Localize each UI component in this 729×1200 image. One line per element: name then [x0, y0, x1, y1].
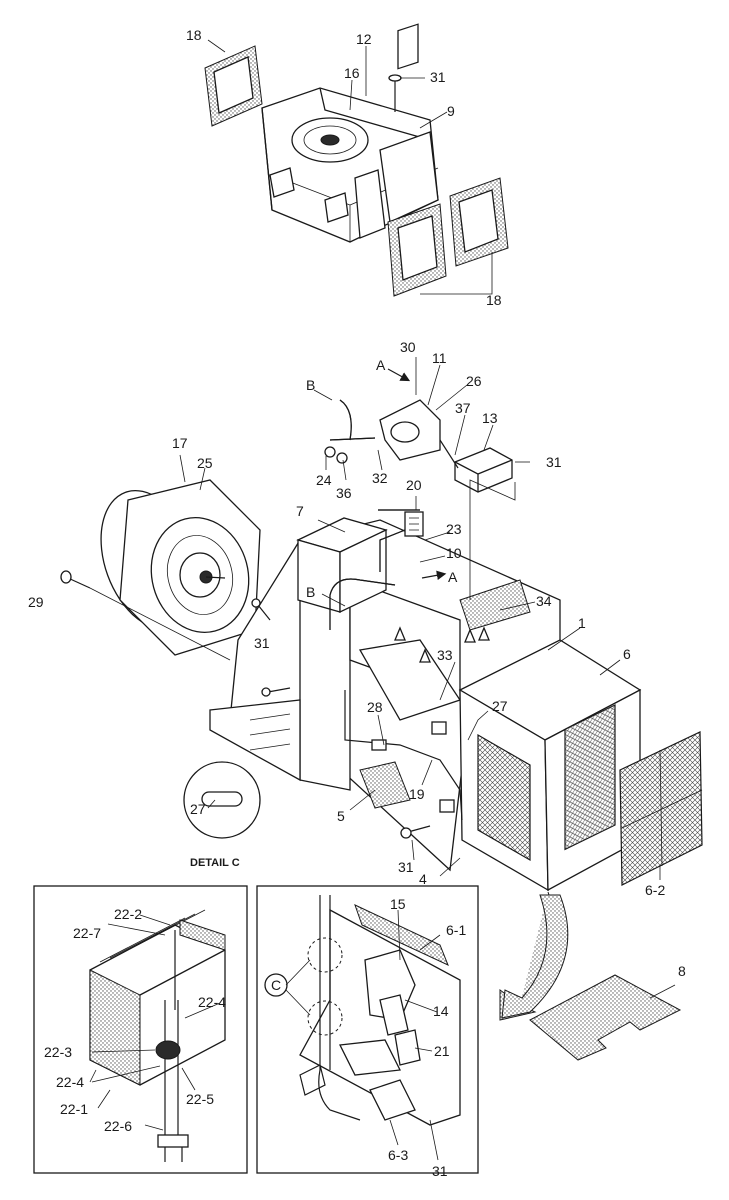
label: 20 — [406, 477, 422, 493]
detail-title: DETAIL C — [190, 857, 240, 869]
label: 29 — [28, 594, 44, 610]
inset-evaporator — [33, 885, 248, 1174]
label: 22-2 — [114, 906, 142, 922]
part-labels: 18 12 16 31 9 18 30 A 11 26 B 37 13 31 2… — [28, 27, 686, 1179]
label: 13 — [482, 410, 498, 426]
label: 24 — [316, 472, 332, 488]
seal-8 — [529, 974, 682, 1061]
label: 12 — [356, 31, 372, 47]
label: 22-6 — [104, 1118, 132, 1134]
label: A — [448, 569, 458, 585]
label: 37 — [455, 400, 471, 416]
label: B — [306, 584, 315, 600]
label: A — [376, 357, 386, 373]
label: 22-3 — [44, 1044, 72, 1060]
label: 4 — [419, 871, 427, 887]
label: 28 — [367, 699, 383, 715]
label: 9 — [447, 103, 455, 119]
label: 16 — [344, 65, 360, 81]
label: 6-2 — [645, 882, 665, 898]
cover-6 — [458, 639, 642, 892]
inset-controls — [256, 885, 479, 1174]
label: 11 — [432, 350, 447, 366]
main-hvac-assembly — [60, 357, 703, 892]
label: 27 — [190, 801, 206, 817]
label: 7 — [296, 503, 304, 519]
label: 22-7 — [73, 925, 101, 941]
label: 6-3 — [388, 1147, 408, 1163]
label: 17 — [172, 435, 188, 451]
label: C — [271, 977, 281, 993]
gasket-18-top — [204, 45, 263, 127]
label: 31 — [546, 454, 562, 470]
label: 8 — [678, 963, 686, 979]
label: 6-1 — [446, 922, 466, 938]
label: 6 — [623, 646, 631, 662]
label: B — [306, 377, 315, 393]
label: 32 — [372, 470, 388, 486]
label: 1 — [578, 615, 586, 631]
label: 14 — [433, 1003, 449, 1019]
label: 27 — [492, 698, 508, 714]
upper-blower-housing — [204, 23, 509, 297]
label: 34 — [536, 593, 552, 609]
label: 31 — [398, 859, 414, 875]
label: 18 — [486, 292, 502, 308]
label: 23 — [446, 521, 462, 537]
label: 22-4 — [198, 994, 226, 1010]
label: 21 — [434, 1043, 450, 1059]
label: 36 — [336, 485, 352, 501]
label: 30 — [400, 339, 416, 355]
label: 26 — [466, 373, 482, 389]
label: 18 — [186, 27, 202, 43]
label: 19 — [409, 786, 425, 802]
label: 15 — [390, 896, 406, 912]
gasket-18-lower — [387, 177, 509, 297]
blower-motor — [100, 479, 261, 656]
label: 25 — [197, 455, 213, 471]
label: 31 — [432, 1163, 448, 1179]
label: 31 — [430, 69, 446, 85]
label: 22-1 — [60, 1101, 88, 1117]
label: 33 — [437, 647, 453, 663]
label: 22-4 — [56, 1074, 84, 1090]
label: 10 — [446, 545, 462, 561]
label: 22-5 — [186, 1091, 214, 1107]
label: 5 — [337, 808, 345, 824]
label: 31 — [254, 635, 270, 651]
